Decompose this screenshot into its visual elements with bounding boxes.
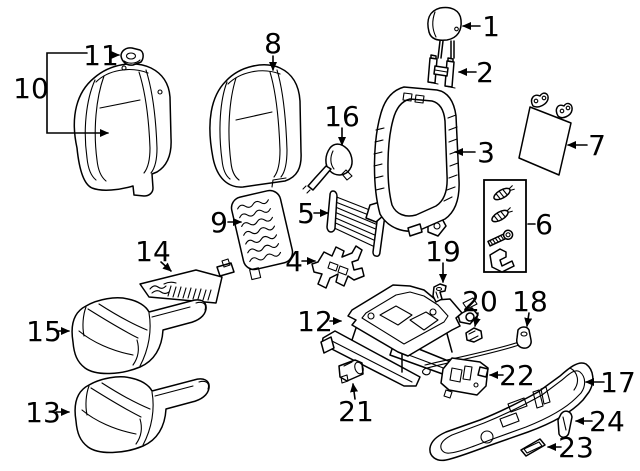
part-retainer-clip-20 xyxy=(465,327,483,343)
callout-11: 11 xyxy=(83,39,119,72)
leader-18 xyxy=(524,312,533,327)
callout-24: 24 xyxy=(589,405,625,438)
part-seat-cushion-cover xyxy=(71,297,207,375)
part-seat-adjuster-switch xyxy=(440,357,489,399)
callout-6: 6 xyxy=(535,208,553,241)
part-side-trim-panel xyxy=(429,362,594,462)
callout-13: 13 xyxy=(25,396,61,429)
callout-19: 19 xyxy=(425,235,461,268)
part-adjuster-knob xyxy=(302,143,353,194)
callout-15: 15 xyxy=(26,315,62,348)
callout-10: 10 xyxy=(13,72,49,105)
part-track-end-fitting xyxy=(338,359,364,384)
callout-16: 16 xyxy=(324,100,360,133)
leader-lines xyxy=(46,22,605,451)
callout-numbers: 1 2 3 4 5 6 7 8 9 10 11 12 13 14 15 16 1… xyxy=(13,10,636,464)
part-trim-clip-11 xyxy=(120,47,144,66)
part-retainer-clip-19 xyxy=(432,283,447,303)
callout-17: 17 xyxy=(600,366,636,399)
callout-22: 22 xyxy=(499,359,535,392)
callout-7: 7 xyxy=(588,129,606,162)
part-seat-back-panel xyxy=(518,92,573,176)
callout-12: 12 xyxy=(297,305,333,338)
leader-10 xyxy=(46,52,109,137)
callout-4: 4 xyxy=(285,245,303,278)
part-seat-track-assembly xyxy=(320,284,482,387)
part-seat-back-assembly xyxy=(73,63,172,197)
part-seat-back-heater-pad xyxy=(230,189,294,281)
part-seat-back-bracket xyxy=(311,245,365,289)
callout-9: 9 xyxy=(210,206,228,239)
part-release-lever-rod xyxy=(422,326,532,376)
part-trim-cap-23 xyxy=(520,438,546,457)
leader-21 xyxy=(350,383,359,400)
part-headrest-guide xyxy=(427,54,456,89)
leader-14 xyxy=(160,261,172,272)
part-seat-back-cover xyxy=(209,64,302,188)
callout-5: 5 xyxy=(297,197,315,230)
part-headrest xyxy=(427,6,462,59)
part-hardware-kit xyxy=(483,179,527,273)
callout-14: 14 xyxy=(135,235,171,268)
callout-2: 2 xyxy=(476,56,494,89)
callout-18: 18 xyxy=(512,285,548,318)
callout-23: 23 xyxy=(558,431,594,464)
part-seat-cushion-pad xyxy=(74,376,210,454)
callout-1: 1 xyxy=(482,10,500,43)
leader-20 xyxy=(472,312,481,327)
callout-3: 3 xyxy=(477,136,495,169)
callout-21: 21 xyxy=(338,395,374,428)
callout-20: 20 xyxy=(462,285,498,318)
callout-8: 8 xyxy=(264,27,282,60)
part-seat-back-frame xyxy=(365,86,460,237)
part-seat-cushion-heater-pad xyxy=(139,258,235,304)
part-trim-cap-24 xyxy=(557,410,573,438)
